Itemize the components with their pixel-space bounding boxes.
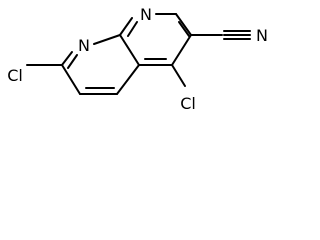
- atom-label-cl-left: Cl: [7, 66, 23, 85]
- bond-n8-c7: [61, 51, 73, 66]
- atom-label-cl-right: Cl: [180, 94, 196, 113]
- bond-c8a-n8: [93, 34, 121, 45]
- bond-c2-c3-inner: [178, 21, 190, 37]
- bond-c7-c6: [61, 64, 81, 95]
- naphthyridine-structure-diagram: N N Cl Cl N: [7, 5, 268, 113]
- atom-label-n-upper: N: [140, 5, 152, 24]
- bond-c4a-c8a: [119, 34, 140, 66]
- bond-c4-cl: [171, 64, 186, 87]
- bond-c8a-n1: [119, 17, 133, 36]
- bond-n8-c7-inner: [67, 54, 78, 69]
- atom-label-n-lower: N: [78, 36, 90, 55]
- bond-c8a-n1-inner: [127, 21, 138, 37]
- bond-c2-c3: [175, 13, 192, 36]
- bond-c5-c4a: [116, 64, 140, 95]
- atom-label-nitrile-n: N: [256, 26, 268, 45]
- bond-c3-c4: [171, 34, 192, 66]
